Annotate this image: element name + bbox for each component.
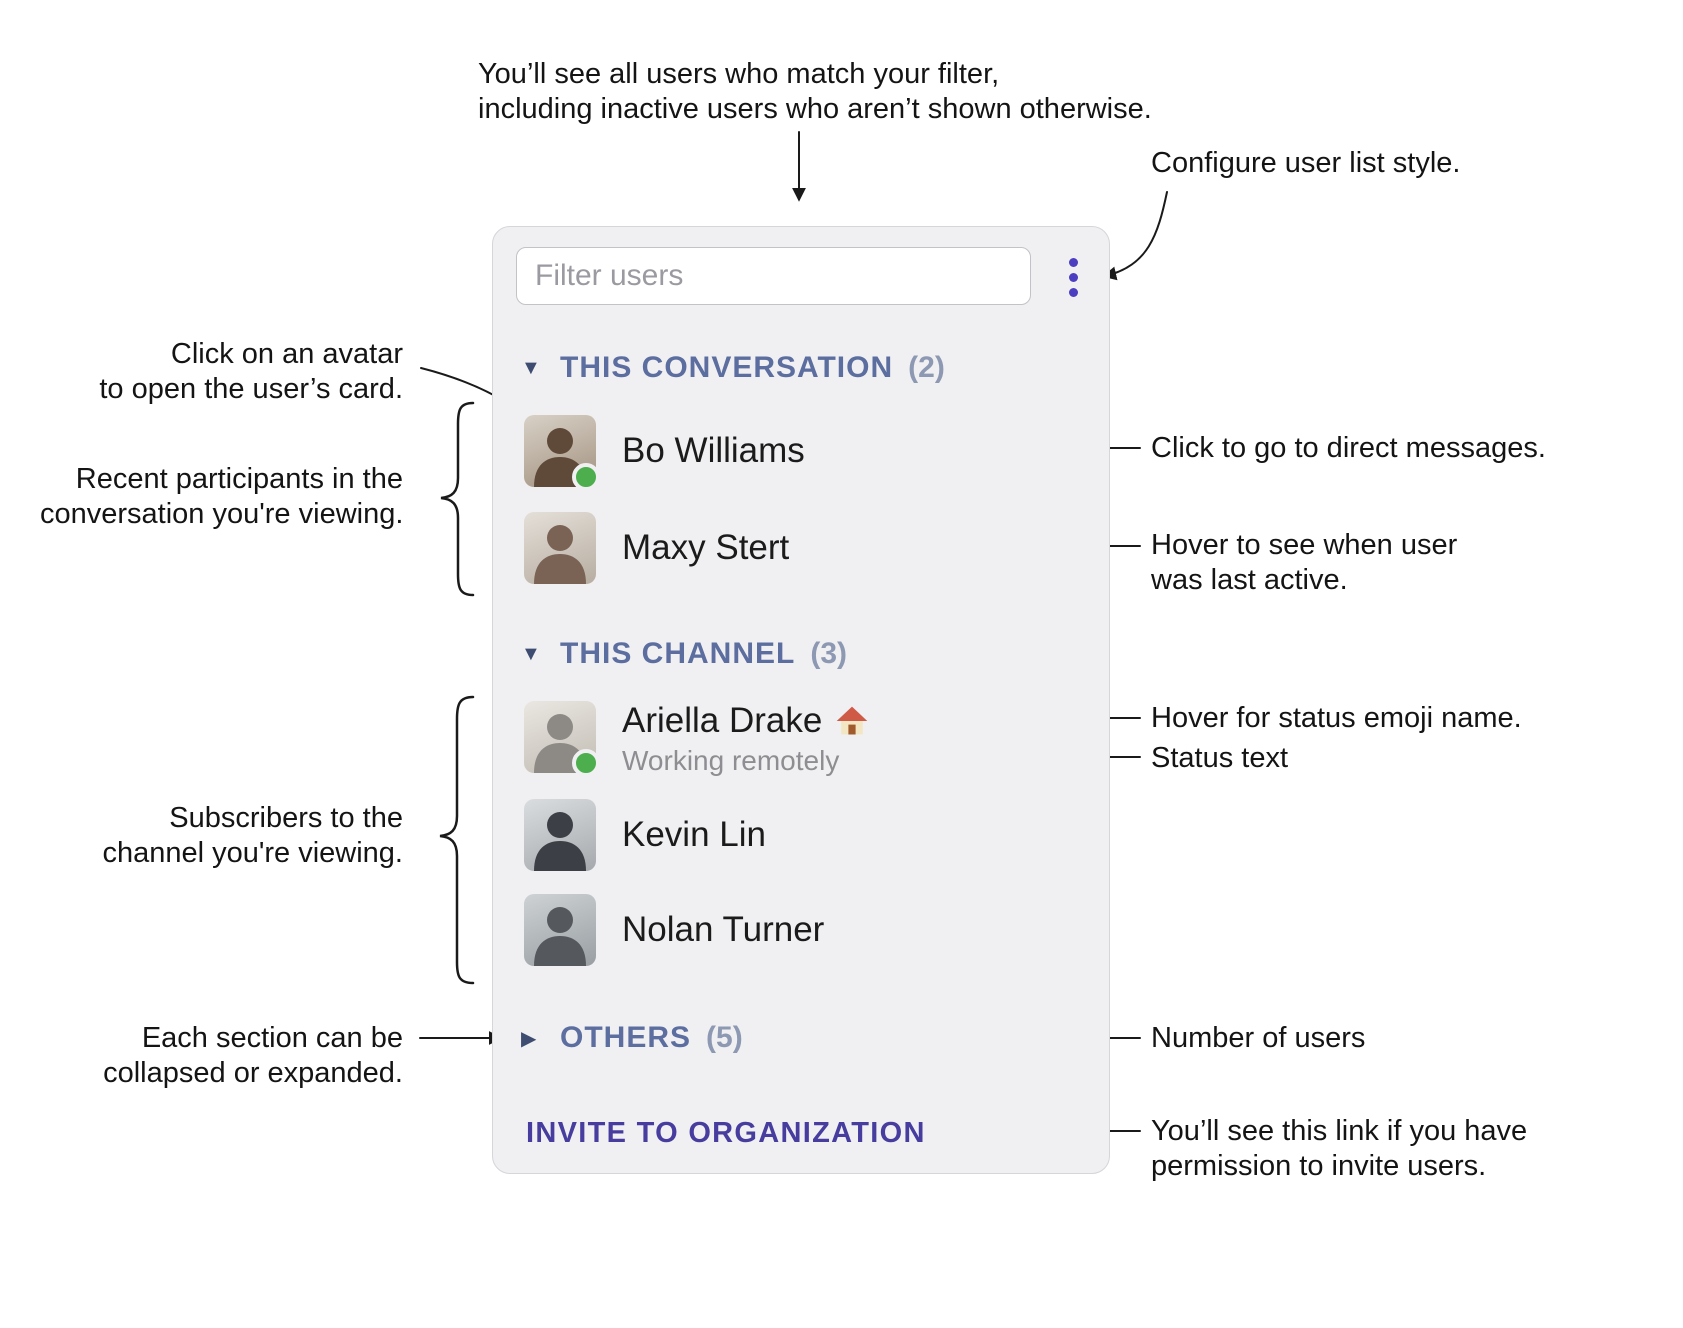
avatar[interactable] (524, 512, 596, 584)
annotation-direct-messages: Click to go to direct messages. (1151, 432, 1546, 464)
annotation-invite-permission: You’ll see this link if you have permiss… (1151, 1115, 1528, 1182)
collapsed-triangle-icon: ▶ (521, 1027, 537, 1050)
online-status-dot (572, 463, 600, 491)
user-row-maxy-stert[interactable]: Maxy Stert (524, 512, 789, 584)
user-name[interactable]: Maxy Stert (622, 528, 790, 567)
connector-configure-note (1102, 191, 1168, 281)
user-row-kevin-lin[interactable]: Kevin Lin (524, 799, 766, 871)
user-name[interactable]: Ariella Drake (622, 701, 823, 740)
avatar[interactable] (524, 415, 600, 491)
section-count: (2) (908, 351, 945, 384)
user-list-style-menu-button[interactable] (1047, 249, 1099, 305)
collapse-triangle-icon: ▼ (521, 642, 541, 665)
avatar[interactable] (524, 799, 596, 871)
brace-recent-participants (440, 401, 475, 597)
section-label: OTHERS (560, 1021, 692, 1054)
annotation-status-text: Status text (1151, 742, 1289, 774)
section-count: (3) (810, 637, 848, 670)
invite-to-organization-link[interactable]: INVITE TO ORGANIZATION (526, 1117, 926, 1149)
annotation-avatar-click: Click on an avatar to open the user’s ca… (99, 338, 403, 405)
brace-subscribers (439, 695, 475, 985)
annotation-configure-style: Configure user list style. (1151, 147, 1461, 179)
house-status-emoji-icon[interactable] (834, 703, 870, 739)
annotation-status-emoji: Hover for status emoji name. (1151, 702, 1522, 734)
online-status-dot (572, 749, 600, 777)
user-text: Ariella Drake Working remotely (622, 701, 870, 779)
user-name[interactable]: Kevin Lin (622, 815, 766, 854)
annotation-collapse-sections: Each section can be collapsed or expande… (103, 1022, 403, 1089)
annotation-subscribers: Subscribers to the channel you're viewin… (102, 802, 403, 869)
user-name[interactable]: Bo Williams (622, 431, 805, 470)
section-this-channel[interactable]: ▼ THIS CHANNEL (3) (521, 637, 847, 671)
user-list-panel: ▼ THIS CONVERSATION (2) Bo Williams Maxy… (492, 226, 1110, 1174)
user-name[interactable]: Nolan Turner (622, 910, 825, 949)
user-status-text: Working remotely (622, 745, 840, 776)
annotation-filter-results: You’ll see all users who match your filt… (478, 58, 1152, 125)
user-row-bo-williams[interactable]: Bo Williams (524, 415, 805, 491)
section-this-conversation[interactable]: ▼ THIS CONVERSATION (2) (521, 351, 945, 385)
section-others[interactable]: ▶ OTHERS (5) (521, 1021, 743, 1055)
user-row-ariella-drake[interactable]: Ariella Drake Working remotely (524, 701, 870, 779)
vertical-ellipsis-icon (1068, 257, 1078, 267)
annotation-recent-participants: Recent participants in the conversation … (40, 463, 404, 530)
avatar[interactable] (524, 701, 600, 777)
user-row-nolan-turner[interactable]: Nolan Turner (524, 894, 824, 966)
collapse-triangle-icon: ▼ (521, 356, 541, 379)
annotation-user-count: Number of users (1151, 1022, 1366, 1054)
section-label: THIS CONVERSATION (560, 351, 894, 384)
filter-users-input[interactable] (516, 247, 1031, 305)
avatar[interactable] (524, 894, 596, 966)
section-label: THIS CHANNEL (560, 637, 796, 670)
annotation-last-active: Hover to see when user was last active. (1151, 529, 1458, 596)
section-count: (5) (706, 1021, 743, 1054)
